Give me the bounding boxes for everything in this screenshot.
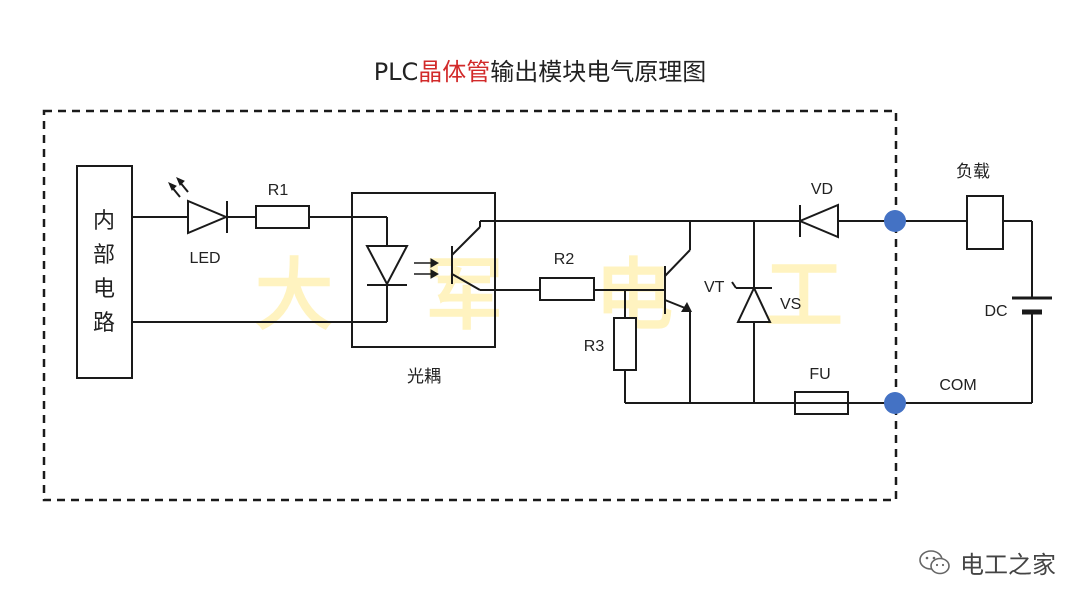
wechat-icon (919, 549, 950, 574)
fu-label: FU (809, 366, 830, 383)
watermark-text: 电工之家 (960, 551, 1056, 579)
module-boundary (42, 109, 898, 502)
background-watermark: 大 军 电 工 (255, 251, 843, 341)
wires (132, 216, 1033, 404)
r2-resistor (539, 277, 595, 301)
internal-circuit-char-1: 内 (93, 209, 115, 234)
com-terminal (884, 392, 906, 414)
title-suffix: 输出模块电气原理图 (490, 58, 707, 86)
vt-label: VT (704, 279, 725, 296)
diagram-title: PLC晶体管输出模块电气原理图 (0, 52, 1080, 87)
internal-circuit-char-4: 路 (93, 311, 115, 336)
vs-zener-diode (731, 281, 772, 323)
internal-circuit-block: 内 部 电 路 (76, 165, 133, 379)
vs-label: VS (780, 296, 801, 313)
bg-char-2: 军 (425, 251, 503, 341)
dc-source (1012, 296, 1052, 315)
optocoupler (351, 192, 496, 348)
load-label: 负载 (956, 162, 990, 182)
dc-label: DC (984, 303, 1007, 320)
load-box (966, 195, 1004, 250)
internal-circuit-char-2: 部 (93, 243, 115, 268)
r1-resistor (255, 205, 310, 229)
optocoupler-label: 光耦 (407, 367, 441, 387)
r2-label: R2 (554, 251, 575, 268)
bg-char-4: 工 (765, 251, 843, 341)
vt-emitter-arrow (681, 302, 692, 312)
vd-label: VD (811, 181, 833, 198)
com-label: COM (939, 377, 976, 394)
output-terminal (884, 210, 906, 232)
internal-circuit-char-3: 电 (93, 277, 115, 302)
led-diode (168, 177, 229, 235)
r1-label: R1 (268, 182, 289, 199)
title-highlight: 晶体管 (418, 58, 491, 86)
title-prefix: PLC (373, 58, 419, 86)
vd-diode (797, 203, 839, 239)
publisher-watermark: 电工之家 (918, 545, 1056, 580)
r3-resistor (613, 317, 637, 371)
r3-label: R3 (584, 338, 605, 355)
led-label: LED (189, 250, 220, 267)
bg-char-1: 大 (255, 251, 333, 341)
